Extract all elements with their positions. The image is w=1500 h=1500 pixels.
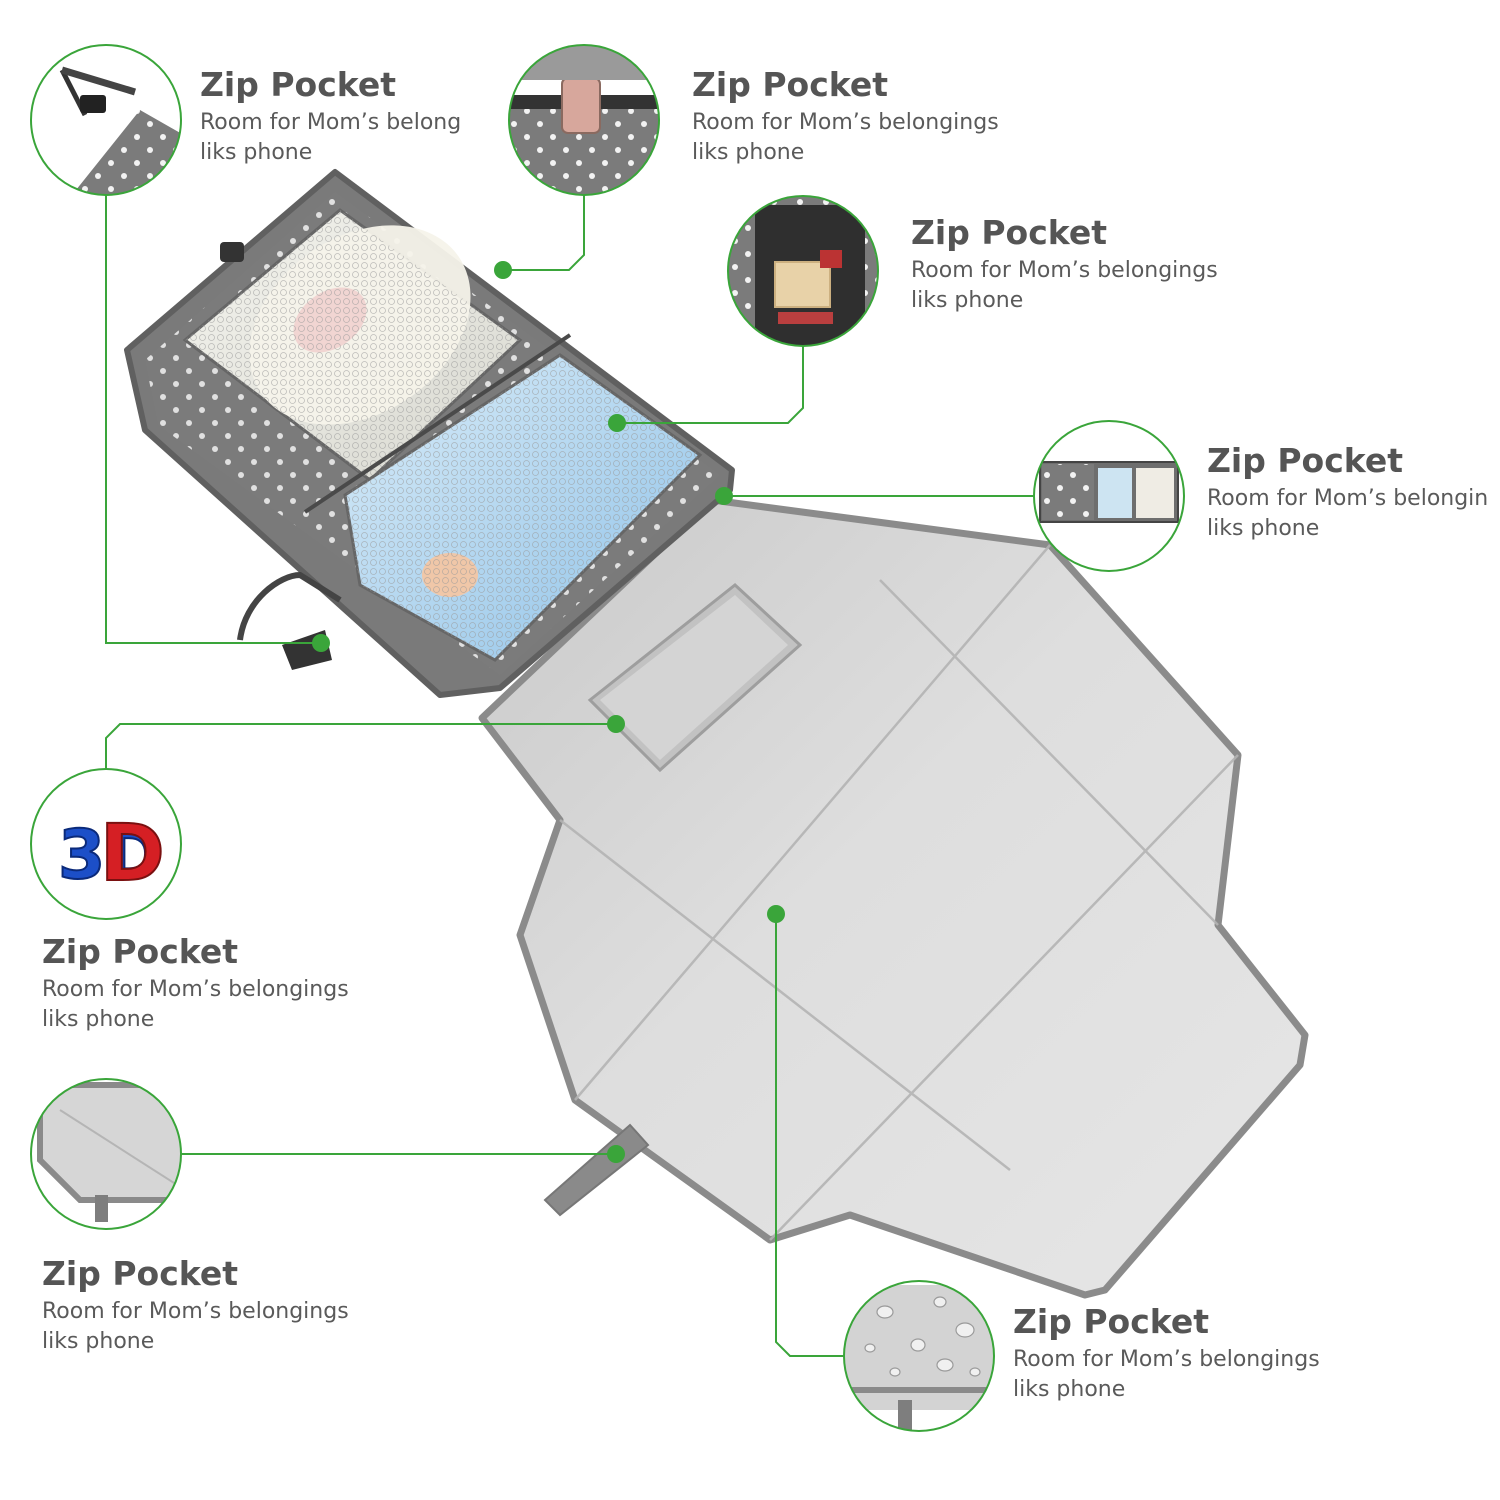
callout-text-line2: liks phone (42, 1329, 155, 1354)
callout-top-pocket: Zip Pocket Room for Mom’s belongings lik… (692, 66, 1032, 168)
cotton-swab-pocket-photo-icon (727, 195, 879, 347)
svg-text:3D: 3D (58, 816, 162, 895)
mat-corner-photo-icon (30, 1078, 182, 1230)
water-droplets-photo-icon (843, 1280, 995, 1432)
callout-text-line2: liks phone (1013, 1377, 1126, 1402)
callout-text-line2: liks phone (42, 1007, 155, 1032)
callout-tab: Zip Pocket Room for Mom’s belongings lik… (42, 1255, 382, 1357)
svg-text:D: D (100, 809, 165, 899)
callout-text-line2: liks phone (1207, 516, 1320, 541)
callout-folded-view: Zip Pocket Room for Mom’s belongin liks … (1207, 442, 1499, 544)
callout-title: Zip Pocket (911, 213, 1107, 252)
connector-lines (105, 195, 1034, 1357)
callout-text-line1: Room for Mom’s belongings (692, 110, 999, 135)
callout-title: Zip Pocket (42, 1254, 238, 1293)
callout-title: Zip Pocket (692, 65, 888, 104)
callout-text-line1: Room for Mom’s belongings (1013, 1347, 1320, 1372)
callout-title: Zip Pocket (1013, 1302, 1209, 1341)
callout-inner-pocket: Zip Pocket Room for Mom’s belongings lik… (911, 214, 1251, 316)
changing-mat (478, 496, 1309, 1299)
callout-text-line2: liks phone (200, 140, 313, 165)
callout-text-line1: Room for Mom’s belongings (42, 977, 349, 1002)
folded-mat-photo-icon (1033, 420, 1185, 572)
green-markers (312, 261, 785, 1163)
strap-photo-icon (30, 44, 182, 196)
3d-logo-icon: 3D D (30, 768, 182, 920)
callout-title: Zip Pocket (200, 65, 396, 104)
callout-strap: Zip Pocket Room for Mom’s belong liks ph… (200, 66, 540, 168)
callout-title: Zip Pocket (42, 932, 238, 971)
callout-waterproof: Zip Pocket Room for Mom’s belongings lik… (1013, 1303, 1353, 1405)
callout-text-line1: Room for Mom’s belongings (911, 258, 1218, 283)
pocket-panel (124, 169, 735, 698)
callout-text-line2: liks phone (692, 140, 805, 165)
callout-text-line2: liks phone (911, 288, 1024, 313)
callout-title: Zip Pocket (1207, 442, 1403, 480)
callout-text-line1: Room for Mom’s belong (200, 110, 462, 135)
callout-pillow: Zip Pocket Room for Mom’s belongings lik… (42, 933, 382, 1035)
callout-text-line1: Room for Mom’s belongin (1207, 486, 1489, 511)
callout-text-line1: Room for Mom’s belongings (42, 1299, 349, 1324)
